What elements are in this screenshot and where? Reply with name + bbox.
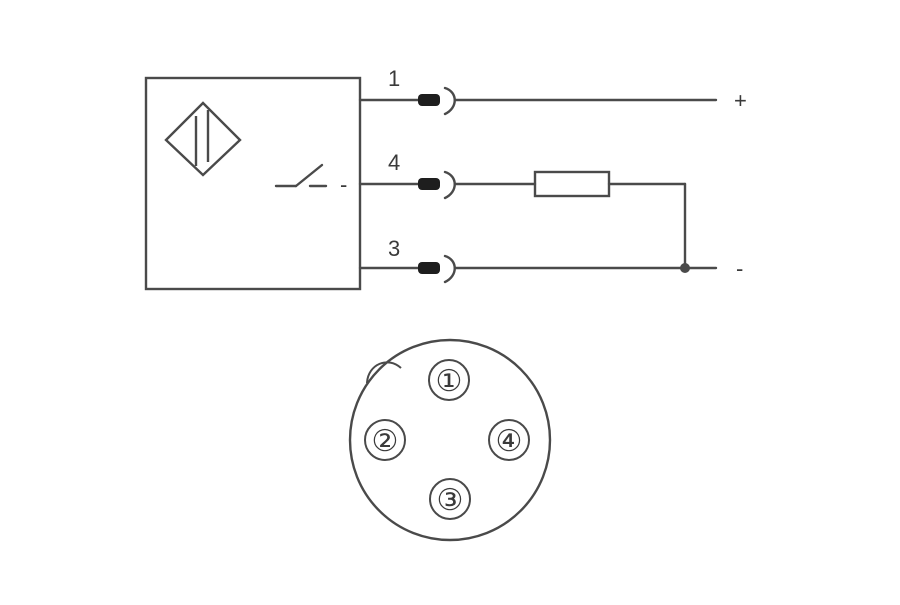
pin-label-3: 3 — [388, 236, 400, 261]
pin-label-1: 1 — [388, 66, 400, 91]
svg-text:①: ① — [436, 365, 463, 398]
junction-dot — [680, 263, 690, 273]
connector-pin-1: ① — [428, 359, 470, 401]
connector-pin-2: ② — [364, 419, 406, 461]
switch-output-mark: - — [340, 172, 347, 197]
connector-pin-4: ④ — [488, 419, 530, 461]
plug-contact-1 — [418, 94, 440, 106]
plug-contact-4 — [418, 178, 440, 190]
connector-face: ① ② ④ ③ — [348, 338, 552, 542]
polarity-plus: + — [734, 88, 747, 113]
load-resistor — [533, 170, 611, 198]
connector-outline — [348, 338, 552, 542]
connector-pin-3: ③ — [429, 478, 471, 520]
svg-text:②: ② — [372, 425, 399, 458]
wire-4 — [358, 170, 687, 270]
pin-label-4: 4 — [388, 150, 400, 175]
wire-3 — [358, 254, 718, 284]
coding-key — [366, 361, 402, 384]
socket-contact-3 — [443, 254, 456, 284]
sensor-body — [144, 76, 362, 291]
plug-contact-3 — [418, 262, 440, 274]
socket-contact-4 — [443, 170, 456, 200]
polarity-minus: - — [736, 256, 743, 281]
svg-text:④: ④ — [496, 425, 523, 458]
wire-1 — [358, 86, 718, 116]
inductive-sensor-icon — [164, 101, 242, 177]
socket-contact-1 — [443, 86, 456, 116]
svg-text:③: ③ — [437, 484, 464, 517]
switch-contact-icon — [274, 163, 328, 188]
